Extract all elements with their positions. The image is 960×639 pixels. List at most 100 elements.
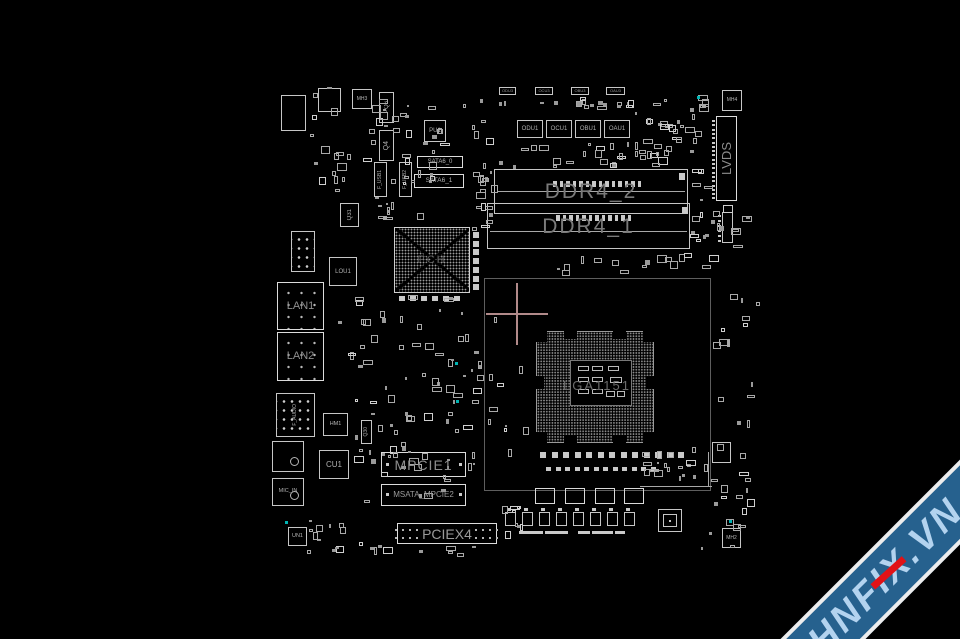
small-part: [445, 418, 449, 424]
small-part: [363, 359, 374, 365]
bottom-right-chip: [712, 442, 731, 463]
cavity-part: [578, 366, 589, 371]
ddr4-2-slot: DDR4_2: [494, 169, 688, 214]
small-part: [489, 212, 493, 218]
small-part: [619, 152, 624, 160]
pin-pad: [598, 181, 602, 187]
pin-pad: [712, 193, 715, 196]
small-part: [408, 450, 412, 454]
small-part: [389, 424, 394, 427]
small-part: [698, 104, 709, 113]
small-part: [664, 99, 668, 103]
mh3-mount-hole: MH3: [352, 89, 372, 109]
pin-pad: [612, 467, 618, 471]
small-part: [739, 471, 750, 476]
small-part: [699, 211, 703, 218]
socket-notch: [536, 432, 547, 443]
small-part: [695, 131, 703, 138]
socket-notch: [643, 432, 654, 443]
small-part: [539, 145, 550, 152]
small-part: [473, 172, 480, 178]
small-part: [382, 217, 393, 220]
pin-pad: [473, 275, 479, 282]
q31-part-label: Q31: [346, 209, 353, 221]
pin-pad: [588, 215, 592, 221]
lan2-connector-label: LAN2: [286, 350, 315, 362]
trace-line: [640, 486, 712, 487]
pin-pad: [605, 181, 609, 187]
small-part: [720, 495, 727, 499]
front-panel-header: [291, 231, 315, 272]
small-part: [405, 376, 408, 381]
small-part: [703, 463, 708, 472]
pin-pad: [621, 215, 625, 221]
small-part: [663, 462, 667, 468]
small-part: [741, 315, 750, 321]
small-part: [488, 419, 492, 425]
small-part: [742, 215, 753, 222]
cpu-keepout-outline: [484, 278, 711, 491]
pin-pad: [595, 215, 599, 221]
small-part: [448, 412, 454, 417]
small-part: [392, 116, 400, 123]
socket-notch: [613, 435, 626, 443]
small-part: [704, 185, 714, 189]
small-part: [419, 549, 423, 553]
pin-pad: [622, 467, 627, 471]
pin-pad: [618, 181, 622, 187]
small-part: [446, 458, 451, 462]
small-part: [733, 245, 744, 248]
audio-jack: [272, 441, 304, 472]
small-part: [440, 142, 451, 146]
pcie-pin-dots: [395, 527, 420, 540]
socket-notch: [536, 331, 547, 342]
small-part: [593, 257, 602, 263]
small-part: [362, 318, 371, 326]
small-part: [730, 544, 736, 548]
pin-pad: [473, 266, 479, 273]
ddr4-2-slot-label: DDR4_2: [544, 180, 638, 203]
small-part: [684, 253, 693, 259]
socket-notch: [536, 376, 544, 389]
small-part: [634, 112, 638, 116]
small-part: [423, 413, 433, 422]
small-part: [384, 385, 387, 390]
small-part: [710, 478, 718, 482]
small-part: [691, 216, 700, 223]
pin-pad: [712, 167, 715, 170]
cavity-part: [592, 377, 603, 382]
pciex4-slot: PCIEX4: [395, 523, 499, 544]
pin-pad: [712, 158, 715, 161]
pin-pad: [712, 188, 715, 191]
small-part: [717, 223, 721, 231]
socket-notch: [613, 331, 626, 339]
pin-pad: [539, 512, 550, 526]
f-audio-header: F_AUDIO: [276, 393, 315, 437]
small-part: [443, 298, 454, 302]
small-part: [640, 155, 647, 161]
pin-pad: [432, 296, 438, 301]
small-part: [405, 114, 410, 118]
pin-pad: [718, 235, 721, 237]
small-part: [609, 162, 617, 168]
mpcie1-slot-label: MPCIE1: [394, 456, 453, 473]
oau1-chip-label: OAU1: [608, 126, 626, 132]
pin-pad: [712, 124, 715, 127]
socket-notch: [564, 331, 577, 339]
pin-pad: [712, 137, 715, 140]
small-part: [498, 101, 502, 106]
cavity-part: [592, 389, 603, 394]
small-part: [361, 319, 366, 326]
small-part: [702, 234, 706, 239]
small-part: [692, 182, 702, 187]
small-part: [421, 453, 428, 460]
small-part: [679, 476, 682, 481]
msata-mpcie2-slot-label: MSATA_MPCIE2: [393, 490, 454, 499]
small-part: [645, 260, 650, 266]
small-part: [747, 420, 751, 428]
small-part: [460, 312, 463, 315]
pin-pad: [556, 215, 560, 221]
small-part: [369, 401, 377, 405]
small-part: [314, 161, 318, 165]
small-part: [472, 462, 476, 465]
